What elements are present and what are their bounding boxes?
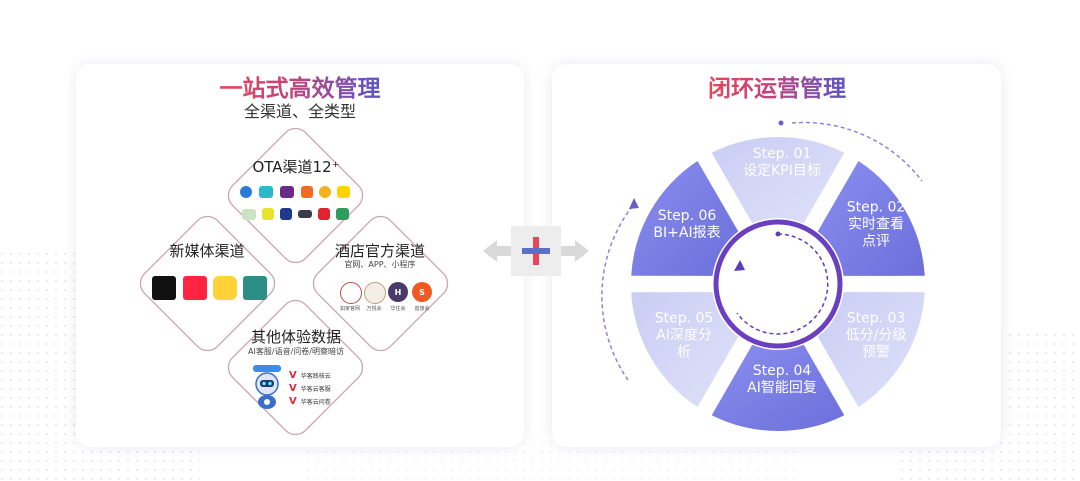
hotel-title: 酒店官方渠道 (334, 242, 426, 260)
ota-logo-11-icon (318, 208, 330, 220)
right-arrow-icon (561, 240, 589, 262)
hotel-logo-label-1: 如家官网 (339, 306, 361, 312)
ring-segment-step-1 (711, 137, 845, 224)
inner-arrow-icon (734, 260, 745, 271)
ota-logo-8-icon (262, 208, 274, 220)
other-subtitle: AI客服/语音/问卷/明察暗访 (248, 347, 344, 356)
ring-segment-step-2 (817, 160, 925, 276)
shoulv-logo-icon: S (412, 282, 432, 302)
ring-segment-step-3 (817, 292, 925, 408)
ring-segment-step-4 (711, 344, 845, 431)
weibo-icon (213, 276, 237, 300)
arc-dot (778, 120, 784, 126)
ota-logo-2-icon (259, 186, 273, 198)
ring-segment-step-6 (631, 160, 739, 276)
inner-dot (775, 231, 781, 237)
plus-icon (522, 237, 550, 265)
ota-logo-5-icon (319, 186, 331, 198)
ota-logo-3-icon (280, 186, 294, 198)
diamond-new-media (139, 215, 276, 352)
outer-dashed-arc-left (601, 203, 635, 381)
huazhu-logo-icon: H (388, 282, 408, 302)
left-arrow-icon (483, 240, 511, 262)
arc-arrow-icon (629, 198, 639, 209)
hotel-logo-label-3: 华住会 (390, 306, 406, 312)
inner-dashed-arc (736, 233, 829, 335)
v-logo-icon: V (289, 370, 297, 381)
robot-mascot-icon (253, 365, 281, 409)
right-title: 闭环运营管理 (708, 69, 846, 103)
v-logo-icon: V (289, 396, 297, 407)
ota-logo-4-icon (301, 186, 313, 198)
rujia-logo-icon (340, 282, 362, 304)
plus-connector (511, 226, 561, 276)
other-title: 其他体验数据 (250, 328, 342, 346)
diamond-ota (227, 127, 364, 264)
left-title: 一站式高效管理 (220, 69, 381, 103)
left-subtitle: 全渠道、全类型 (243, 102, 357, 121)
hotel-logo-label-2: 万悦会 (366, 306, 382, 312)
ota-logo-9-icon (280, 208, 292, 220)
step-02-label: Step. 02 实时查看 点评 (846, 199, 906, 250)
hotel-subtitle: 官网、APP、小程序 (344, 260, 416, 269)
wanyue-logo-icon (364, 282, 386, 304)
step-05-label: Step. 05 AI深度分 析 (654, 310, 714, 361)
inner-circle (713, 219, 843, 349)
step-04-label: Step. 04 AI智能回复 (747, 363, 817, 396)
ota-title: OTA渠道12⁺ (252, 158, 340, 176)
ota-logo-6-icon (337, 186, 350, 198)
media-logo-4-icon (243, 276, 267, 300)
xiaohongshu-icon (183, 276, 207, 300)
step-01-label: Step. 01 设定KPI目标 (743, 146, 821, 179)
step-06-label: Step. 06 BI+AI报表 (653, 208, 721, 241)
ring-segment-step-5 (631, 292, 739, 408)
step-03-label: Step. 03 低分/分级 预警 (845, 310, 907, 361)
hotel-logo-label-4: 首旅会 (414, 306, 430, 312)
ota-logo-7-icon (242, 209, 256, 220)
douyin-icon (152, 276, 176, 300)
ota-logo-12-icon (336, 208, 349, 220)
ota-logo-1-icon (240, 186, 252, 198)
v-logo-icon: V (289, 383, 297, 394)
ota-logo-10-icon (298, 210, 312, 218)
new-media-title: 新媒体渠道 (169, 242, 245, 260)
